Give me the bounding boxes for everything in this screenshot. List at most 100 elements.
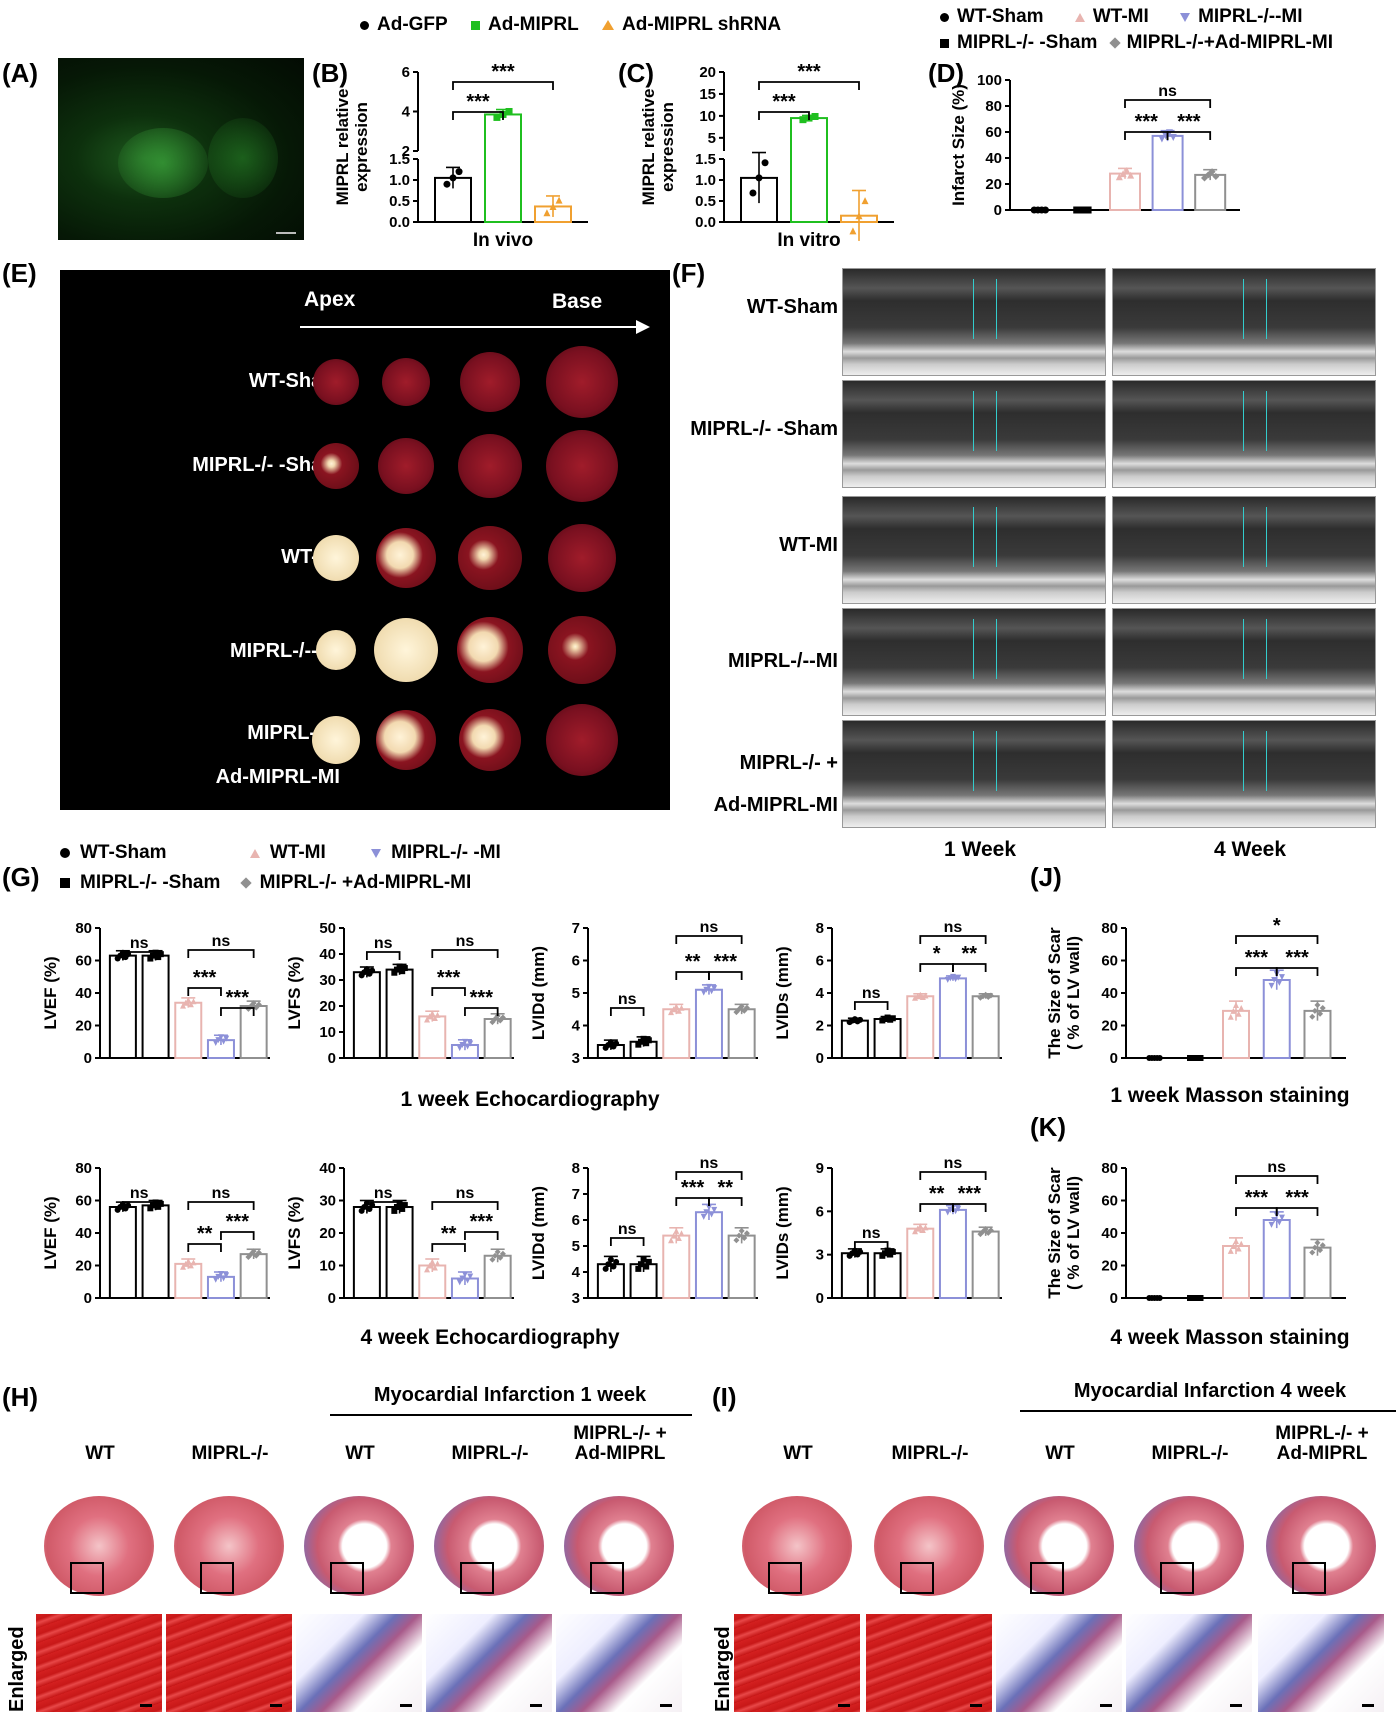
data-point: [449, 174, 457, 182]
echo-measure-line: [973, 507, 997, 567]
x-axis-label: In vivo: [473, 230, 533, 251]
panel-label-e: (E): [2, 258, 37, 288]
data-point: [1317, 1010, 1324, 1017]
data-point: [190, 1259, 197, 1266]
sig-bracket: [853, 1241, 889, 1250]
sig-label: ***: [1285, 947, 1309, 969]
data-point: [1276, 1219, 1283, 1226]
ttc-slice: [374, 618, 438, 682]
bar: [1262, 1219, 1291, 1299]
ttc-slice: [459, 709, 521, 771]
sig-label: ns: [862, 985, 881, 1002]
enlarged-image: [556, 1614, 682, 1712]
sig-bracket: [1275, 967, 1319, 976]
y-axis-label: Infarct Size (%): [949, 84, 968, 206]
bar: [873, 1252, 902, 1299]
data-point: [607, 1256, 614, 1263]
echo-col-label: 1 Week: [944, 838, 1016, 861]
sig-label: ns: [374, 1185, 393, 1202]
sig-label: *: [933, 943, 941, 965]
data-point: [543, 209, 551, 217]
legend-item: WT-MI: [1092, 6, 1149, 27]
scale-bar: [400, 1704, 412, 1707]
data-point: [922, 992, 929, 999]
data-point: [736, 1006, 743, 1013]
scale-bar: [270, 1704, 282, 1707]
ttc-slice: [457, 617, 523, 683]
data-point: [429, 1258, 436, 1265]
histology-col-label: MIPRL-/-: [1151, 1443, 1229, 1464]
panel-label-g: (G): [2, 862, 40, 892]
data-point: [645, 1037, 652, 1044]
apex-label: Apex: [304, 288, 356, 311]
panel-label-i: (I): [712, 1382, 737, 1412]
data-point: [125, 1202, 132, 1209]
histology-col-label: WT: [783, 1443, 813, 1464]
y-tick-label: 4: [572, 1018, 581, 1035]
legend-item: WT-Sham: [957, 6, 1044, 27]
ttc-slice: [313, 443, 359, 489]
y-tick-label: 9: [816, 1160, 824, 1177]
data-point: [1233, 1238, 1239, 1245]
ttc-slice: [548, 616, 616, 684]
y-tick-label: 1.5: [389, 151, 410, 168]
bar: [484, 113, 522, 223]
data-point: [605, 1261, 612, 1268]
legend-item: Ad-MIPRL shRNA: [622, 14, 782, 35]
y-tick-label: 6: [816, 1203, 824, 1220]
data-point: [673, 1003, 680, 1010]
data-point: [157, 1200, 164, 1207]
data-point: [467, 1273, 474, 1280]
square-marker-icon: [471, 20, 480, 30]
bar: [906, 1227, 935, 1299]
data-point: [613, 1258, 620, 1265]
heart-section: [1266, 1496, 1376, 1596]
bar: [662, 1008, 691, 1059]
y-axis-label: LVIDs (mm): [773, 1186, 792, 1279]
scale-bar: [140, 1704, 152, 1707]
data-point: [708, 1211, 715, 1218]
ttc-slice: [378, 438, 434, 494]
ttc-slice: [548, 524, 616, 592]
sig-label: ***: [193, 967, 217, 989]
legend-item: MIPRL-/- +Ad-MIPRL-MI: [259, 872, 472, 893]
bar: [873, 1018, 902, 1059]
echo-image: [1112, 268, 1376, 376]
data-point: [700, 1213, 707, 1220]
diamond-marker-icon: [1109, 37, 1121, 49]
ttc-panel: Apex Base WT-Sham MIPRL-/- -Sham WT-MI M…: [60, 270, 670, 810]
data-point: [220, 1275, 227, 1282]
sig-bracket: [853, 1001, 889, 1010]
data-point: [1238, 1240, 1245, 1247]
sig-label: ***: [1135, 111, 1159, 133]
heart-section: [1004, 1496, 1114, 1596]
data-point: [635, 1265, 642, 1272]
y-tick-label: 7: [572, 1186, 580, 1203]
sig-bracket: [1235, 935, 1319, 944]
sig-bracket: [1275, 1207, 1319, 1216]
enlarged-image: [734, 1614, 860, 1712]
sig-bracket: [609, 1237, 645, 1246]
enlarged-image: [866, 1614, 992, 1712]
y-tick-label: 0.5: [389, 193, 410, 210]
y-tick-label: 50: [319, 920, 336, 937]
bar: [1151, 134, 1184, 211]
y-tick-label: 2: [816, 1018, 824, 1035]
panel-label-f: (F): [672, 258, 706, 288]
sig-bracket: [431, 949, 499, 958]
sig-bracket: [609, 1007, 645, 1016]
data-point: [497, 1254, 504, 1261]
fluorescence-signal: [118, 128, 208, 198]
data-point: [424, 1266, 431, 1273]
y-tick-label: 6: [572, 953, 580, 970]
data-point: [1197, 1055, 1204, 1061]
data-point: [1271, 1217, 1278, 1223]
sig-label: ***: [1285, 1187, 1309, 1209]
y-tick-label: 1.0: [695, 172, 716, 189]
sig-label: **: [685, 951, 701, 973]
bar: [385, 1206, 414, 1299]
bar: [352, 1206, 381, 1299]
caption-k: 4 week Masson staining: [1110, 1326, 1350, 1349]
sig-bracket: [1235, 1175, 1319, 1184]
